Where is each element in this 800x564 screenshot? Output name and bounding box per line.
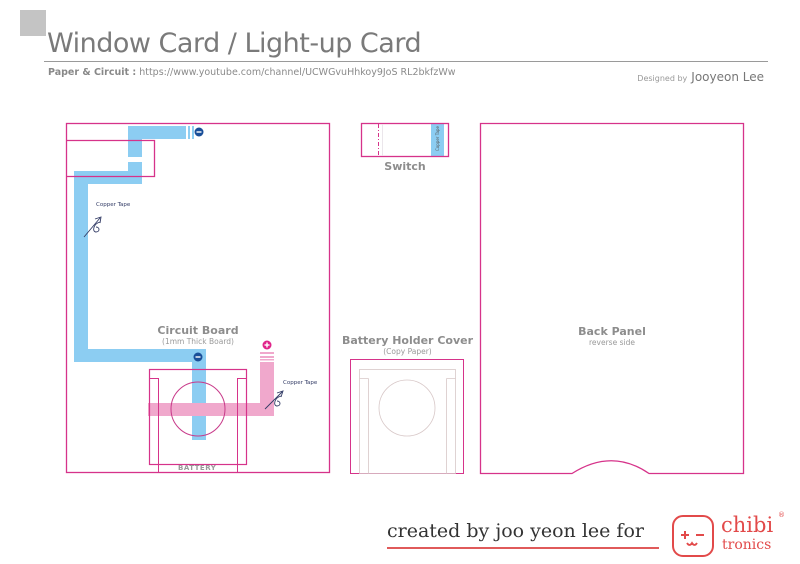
switch-panel: Copper Tape — [360, 122, 450, 158]
chibi-face-icon — [672, 515, 714, 557]
brand-name-line2: tronics — [722, 537, 772, 553]
switch-copper-label: Copper Tape — [435, 126, 440, 151]
designer-name: Jooyeon Lee — [691, 70, 764, 84]
title-divider — [44, 61, 768, 62]
corner-marker — [20, 10, 46, 36]
back-panel-title: Back Panel — [578, 325, 646, 338]
circuit-board-title: Circuit Board — [157, 324, 239, 337]
copper-tape-label: Copper Tape — [96, 202, 131, 208]
designed-by-label: Designed by — [637, 74, 688, 83]
circuit-board-panel — [65, 122, 331, 474]
arrow-icon — [264, 390, 284, 410]
registered-mark: ® — [778, 511, 785, 519]
battery-holder-cover-panel — [350, 359, 464, 474]
battery-holder-cover-subtitle: (Copy Paper) — [383, 347, 432, 356]
back-panel-subtitle: reverse side — [589, 338, 635, 347]
source-url-link[interactable]: https://www.youtube.com/channel/UCWGvuHh… — [139, 67, 456, 78]
creator-credit: created by joo yeon lee for — [387, 520, 644, 542]
credit-underline — [387, 547, 659, 549]
page-title: Window Card / Light-up Card — [47, 28, 422, 59]
positive-copper-tape — [148, 352, 274, 416]
arrow-icon — [83, 216, 102, 238]
negative-copper-tape — [74, 126, 206, 440]
back-panel — [479, 122, 745, 475]
source-line: Paper & Circuit : https://www.youtube.co… — [48, 67, 456, 78]
copper-tape-label: Copper Tape — [283, 380, 318, 386]
battery-holder-cover-title: Battery Holder Cover — [341, 334, 474, 347]
switch-title: Switch — [384, 160, 426, 173]
circuit-board-subtitle: (1mm Thick Board) — [162, 337, 234, 346]
brand-name-line1: chibi — [721, 513, 774, 537]
battery-label: BATTERY — [178, 464, 217, 472]
source-label: Paper & Circuit : — [48, 67, 137, 78]
